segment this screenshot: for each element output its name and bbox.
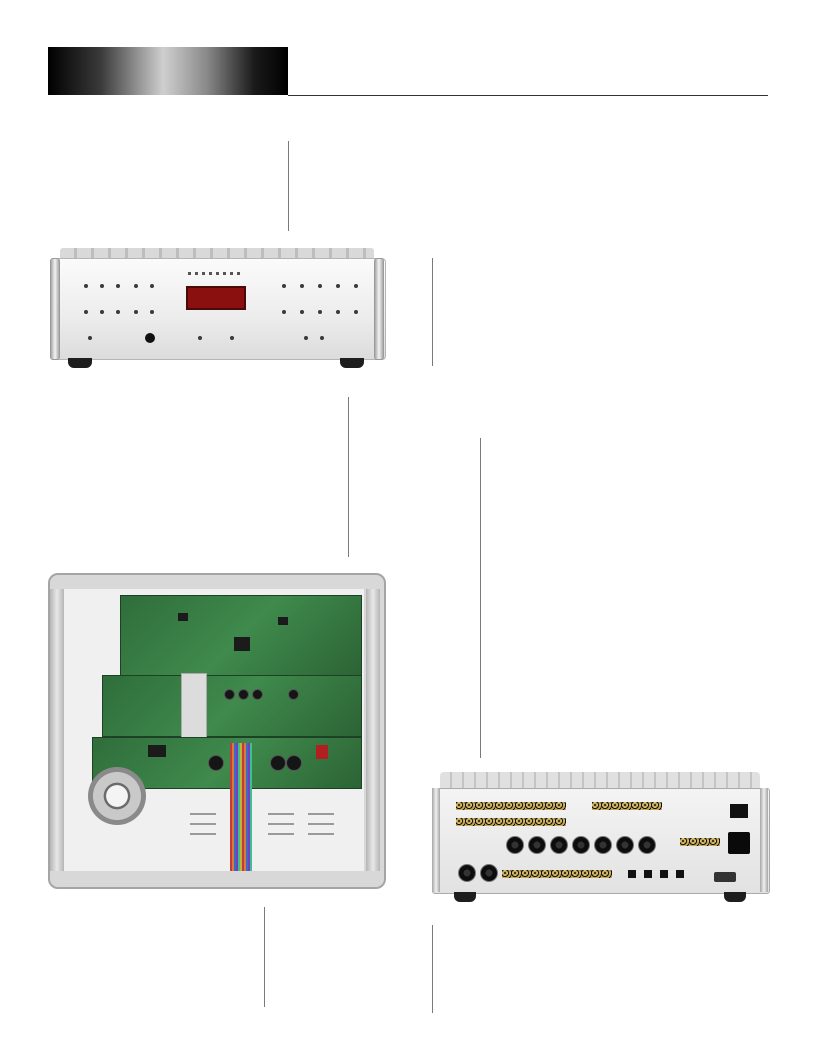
front-panel-right-handle: [374, 258, 384, 360]
chip: [278, 617, 288, 625]
divider-rule-4: [480, 438, 481, 758]
front-button: [336, 284, 340, 288]
capacitor: [252, 689, 263, 700]
relay: [316, 745, 328, 759]
xlr-input: [458, 864, 476, 882]
rca-jack-row: [502, 870, 612, 878]
divider-rule-3: [348, 397, 349, 557]
front-button: [282, 310, 286, 314]
chip: [234, 637, 250, 651]
chassis-right-wall: [366, 589, 380, 871]
vent-slot: [190, 813, 216, 815]
back-panel-foot: [454, 892, 476, 902]
xlr-connector: [616, 836, 634, 854]
rca-jack-row: [456, 818, 566, 826]
ribbon-cable-grey: [181, 673, 207, 743]
input-circuit-board: [120, 595, 362, 677]
front-panel-photo: [50, 248, 386, 372]
capacitor: [286, 755, 302, 771]
front-button: [150, 284, 154, 288]
xlr-connector: [638, 836, 656, 854]
front-button: [354, 284, 358, 288]
xlr-connector: [550, 836, 568, 854]
front-panel-vent: [60, 248, 374, 260]
front-panel-display: [186, 286, 246, 310]
divider-rule-5: [264, 907, 265, 1007]
front-panel-foot: [68, 358, 92, 368]
vent-slot: [308, 833, 334, 835]
capacitor: [288, 689, 299, 700]
front-button: [134, 284, 138, 288]
vent-slot: [308, 823, 334, 825]
optical-input: [660, 870, 668, 878]
regulator: [148, 745, 166, 757]
interior-photo: [48, 573, 386, 889]
back-panel-foot: [724, 892, 746, 902]
optical-input: [676, 870, 684, 878]
divider-rule-2: [432, 258, 433, 366]
chassis-left-wall: [50, 589, 64, 871]
capacitor: [224, 689, 235, 700]
chip: [178, 613, 188, 621]
front-button: [354, 310, 358, 314]
divider-rule-1: [288, 141, 289, 231]
vent-slot: [190, 833, 216, 835]
volume-knob-icon: [145, 333, 155, 343]
front-button: [230, 336, 234, 340]
front-button: [336, 310, 340, 314]
power-switch-icon: [730, 804, 748, 818]
rca-jack-row: [680, 838, 720, 846]
capacitor: [238, 689, 249, 700]
toroidal-transformer: [88, 767, 146, 825]
xlr-connector: [594, 836, 612, 854]
front-button: [320, 336, 324, 340]
back-panel-vent: [440, 772, 760, 790]
ac-power-inlet-icon: [728, 832, 750, 854]
front-button: [100, 310, 104, 314]
capacitor: [270, 755, 286, 771]
vent-slot: [268, 833, 294, 835]
front-button: [304, 336, 308, 340]
optical-input: [644, 870, 652, 878]
front-panel-left-handle: [50, 258, 60, 360]
rca-jack-row: [592, 802, 662, 810]
xlr-connector: [506, 836, 524, 854]
ribbon-cable-rainbow: [230, 743, 252, 871]
front-button: [84, 310, 88, 314]
front-button: [318, 310, 322, 314]
back-panel-photo: [432, 772, 770, 904]
optical-input: [628, 870, 636, 878]
rca-jack-row: [456, 802, 566, 810]
vent-slot: [268, 813, 294, 815]
front-button: [300, 284, 304, 288]
front-button: [282, 284, 286, 288]
front-button: [100, 284, 104, 288]
header-gradient-bar: [48, 47, 288, 95]
capacitor: [208, 755, 224, 771]
front-button: [116, 284, 120, 288]
front-button: [84, 284, 88, 288]
divider-rule-6: [432, 925, 433, 1013]
front-button: [300, 310, 304, 314]
back-panel-right-handle: [760, 788, 768, 892]
vent-slot: [190, 823, 216, 825]
back-panel-left-handle: [432, 788, 440, 892]
front-button: [134, 310, 138, 314]
xlr-connector: [528, 836, 546, 854]
front-button: [198, 336, 202, 340]
front-panel-foot: [340, 358, 364, 368]
header-rule: [288, 95, 768, 96]
front-panel-logo: [188, 272, 242, 275]
front-button: [116, 310, 120, 314]
processing-circuit-board: [102, 675, 362, 737]
xlr-input: [480, 864, 498, 882]
vent-slot: [268, 823, 294, 825]
front-button: [150, 310, 154, 314]
front-button: [318, 284, 322, 288]
front-button: [88, 336, 92, 340]
vent-slot: [308, 813, 334, 815]
xlr-connector: [572, 836, 590, 854]
serial-port: [714, 872, 736, 882]
